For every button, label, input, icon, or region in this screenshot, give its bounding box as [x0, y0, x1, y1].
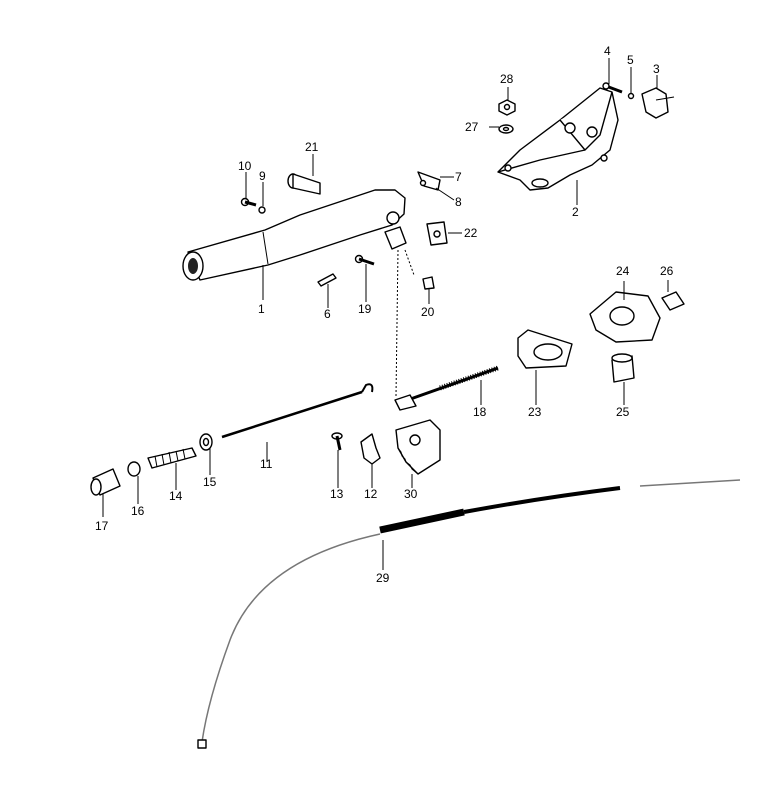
label-part-11: 11 — [260, 457, 273, 471]
bolt-part-10 — [240, 197, 257, 207]
label-part-27: 27 — [465, 120, 479, 134]
label-part-21: 21 — [305, 140, 319, 154]
clip-part-3 — [641, 87, 675, 119]
label-part-24: 24 — [616, 264, 630, 278]
sleeve-part-25 — [611, 353, 635, 383]
label-part-13: 13 — [330, 487, 344, 501]
leader-lines — [102, 58, 669, 570]
ratchet-segment-part-30 — [395, 419, 441, 475]
washer-part-5 — [627, 92, 635, 100]
label-part-5: 5 — [627, 53, 634, 67]
spring-clip-part-7 — [417, 171, 441, 191]
label-part-4: 4 — [604, 44, 611, 58]
label-part-6: 6 — [324, 307, 331, 321]
pin-part-21 — [287, 173, 321, 195]
spring-part-14 — [147, 447, 197, 469]
label-part-25: 25 — [616, 405, 630, 419]
nut-part-28 — [498, 99, 516, 116]
label-part-3: 3 — [653, 62, 660, 76]
label-part-22: 22 — [464, 226, 478, 240]
label-part-9: 9 — [259, 169, 266, 183]
key-part-6 — [317, 273, 337, 287]
label-part-17: 17 — [95, 519, 109, 533]
brake-cable-part-29 — [197, 479, 741, 749]
hand-lever-part-1 — [182, 189, 407, 281]
label-part-23: 23 — [528, 405, 542, 419]
label-part-1: 1 — [258, 302, 265, 316]
label-part-18: 18 — [473, 405, 487, 419]
bushing-part-15 — [199, 433, 213, 451]
plate-part-22 — [426, 221, 448, 246]
pull-rod-part-11 — [221, 383, 374, 439]
washer-part-9 — [258, 206, 266, 214]
label-part-19: 19 — [358, 302, 372, 316]
equalizer-part-23 — [517, 329, 573, 369]
label-part-30: 30 — [404, 487, 418, 501]
knob-part-17 — [90, 468, 121, 496]
clip-part-20 — [422, 276, 435, 290]
label-part-2: 2 — [572, 205, 579, 219]
label-part-26: 26 — [660, 264, 674, 278]
adjusting-rod-part-18 — [394, 365, 499, 411]
housing-part-24 — [589, 291, 661, 343]
bracket-part-2 — [497, 87, 619, 191]
washer-part-27 — [498, 124, 514, 134]
label-part-28: 28 — [500, 72, 514, 86]
pawl-part-12 — [360, 433, 381, 465]
label-part-10: 10 — [238, 159, 252, 173]
pin-part-13 — [331, 432, 343, 451]
screw-part-4 — [602, 82, 623, 94]
label-part-12: 12 — [364, 487, 378, 501]
bolt-part-19 — [354, 254, 375, 266]
label-part-7: 7 — [455, 170, 462, 184]
adjuster-part-26 — [661, 291, 685, 311]
part-labels: 1 2 3 4 5 6 7 8 9 10 11 12 13 14 15 16 1… — [95, 44, 674, 585]
washer-part-16 — [127, 461, 141, 477]
label-part-29: 29 — [376, 571, 390, 585]
label-part-16: 16 — [131, 504, 145, 518]
label-part-20: 20 — [421, 305, 435, 319]
label-part-14: 14 — [169, 489, 183, 503]
label-part-8: 8 — [455, 195, 462, 209]
label-part-15: 15 — [203, 475, 217, 489]
